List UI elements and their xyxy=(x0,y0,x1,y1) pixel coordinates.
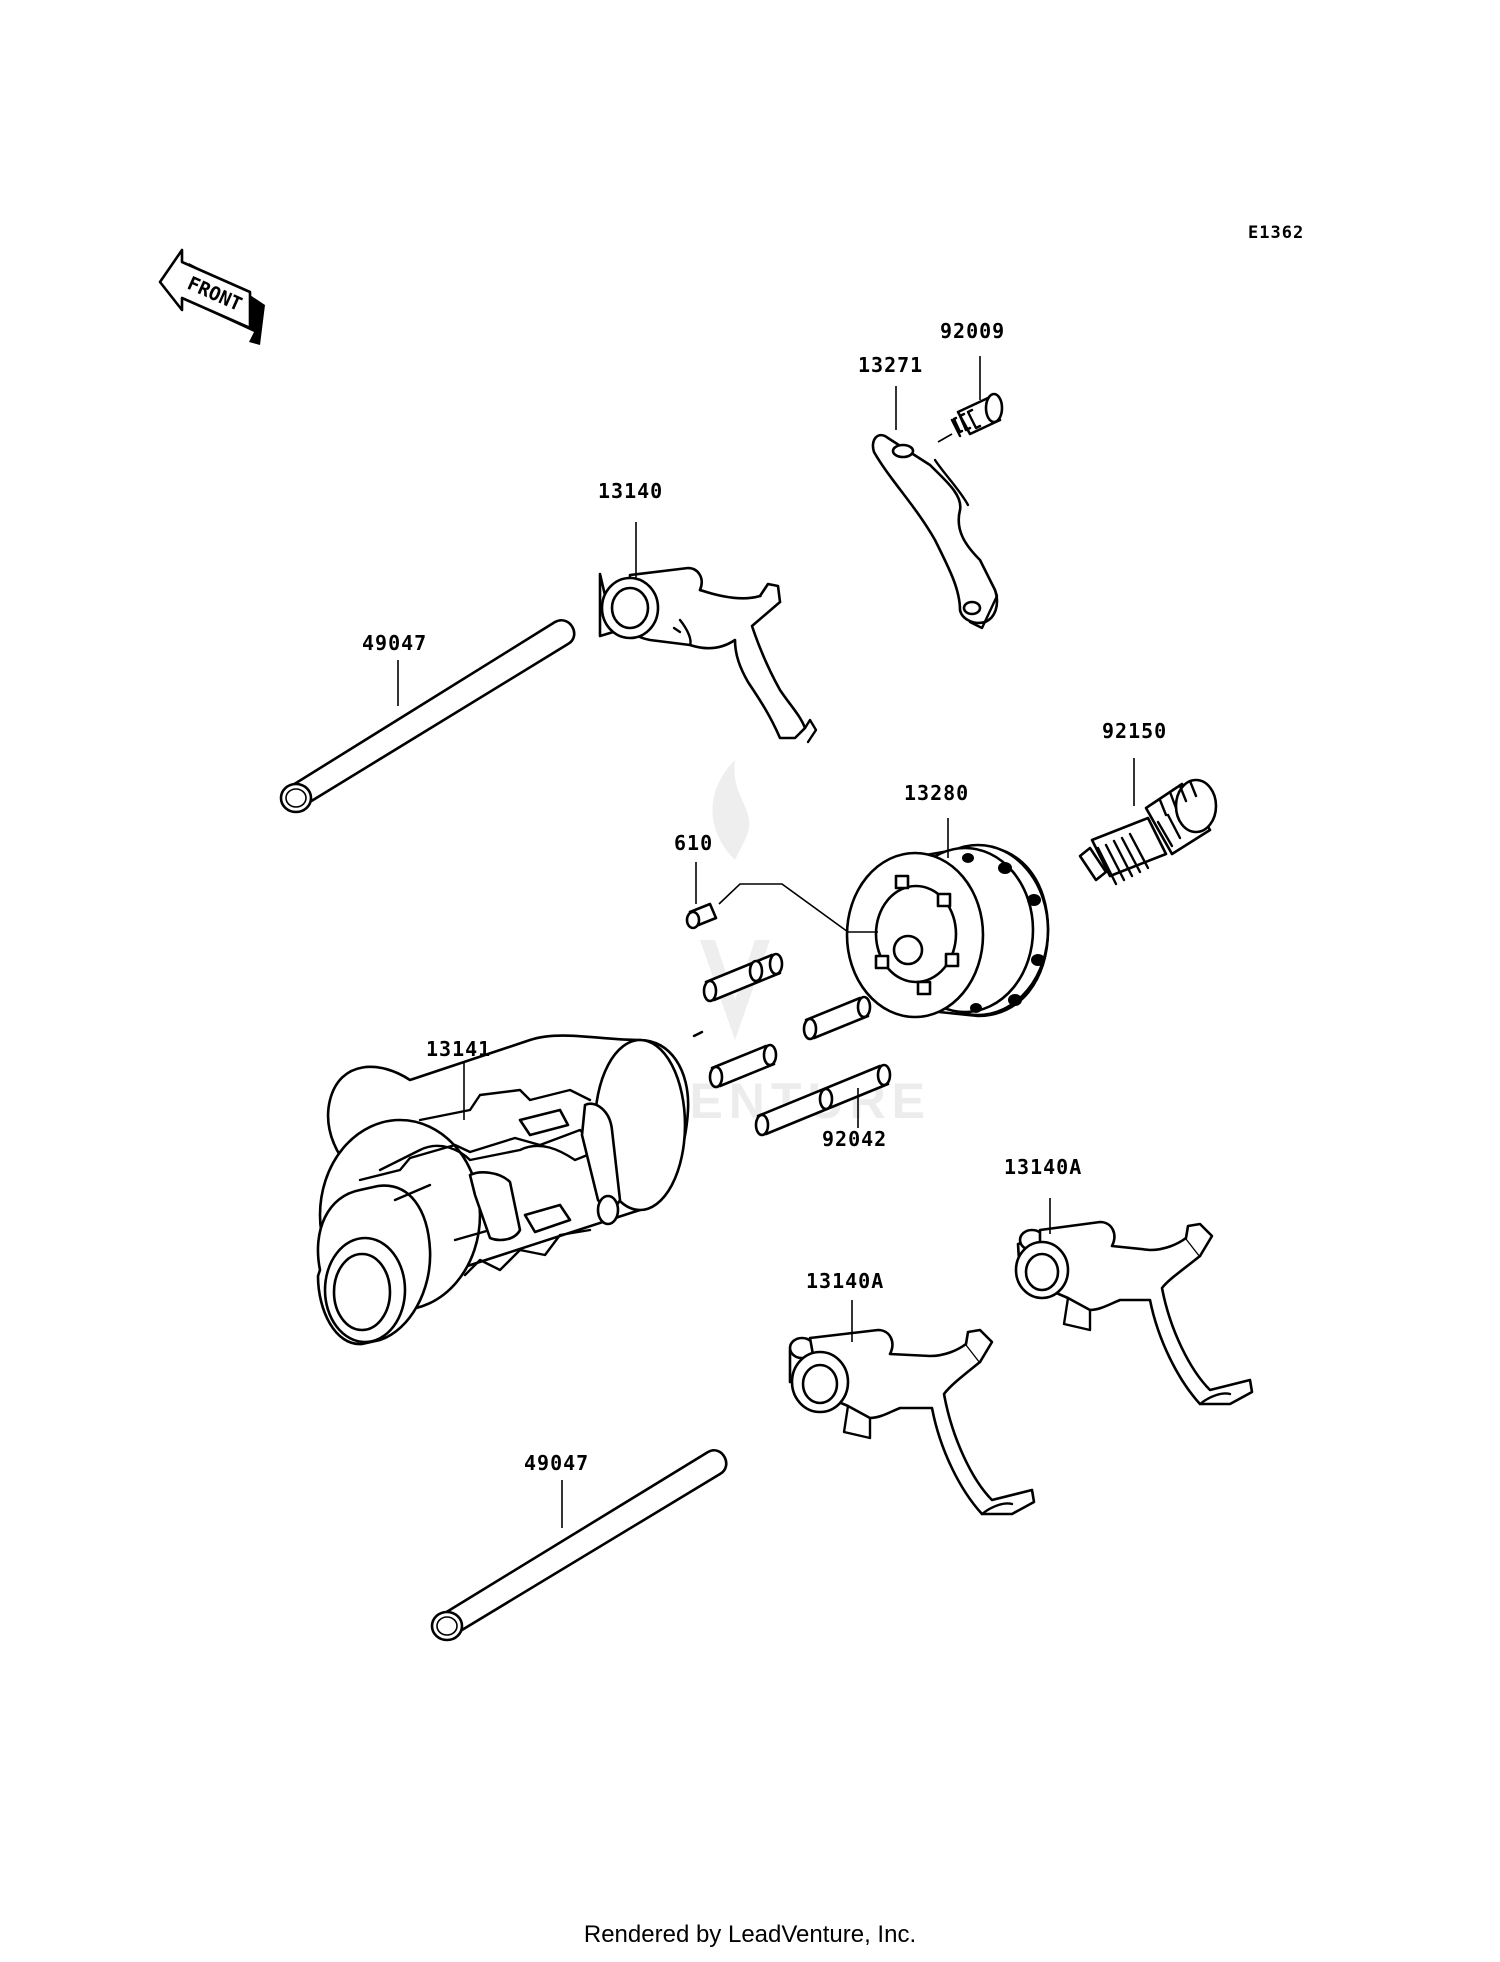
shift-shaft-upper-part xyxy=(279,619,576,814)
shift-drum-part xyxy=(316,1034,690,1346)
stopper-plate-part xyxy=(871,433,999,630)
callout-92042[interactable]: 92042 xyxy=(822,1127,887,1151)
screw-part xyxy=(937,392,1004,443)
shift-drum-cam-part xyxy=(845,843,1050,1019)
callout-13140[interactable]: 13140 xyxy=(598,479,663,503)
callout-labels: 92009 13271 13140 49047 92150 13280 610 … xyxy=(362,319,1167,1475)
pin xyxy=(708,1043,778,1089)
callout-leaders xyxy=(397,356,1135,1528)
callout-13141[interactable]: 13141 xyxy=(426,1037,491,1061)
callout-13140A-right[interactable]: 13140A xyxy=(1004,1155,1082,1179)
shift-fork-right-part xyxy=(1014,1220,1254,1406)
pin xyxy=(702,952,784,1003)
diagram-code: E1362 xyxy=(1248,223,1304,243)
dowel-pins-part xyxy=(685,883,892,1137)
front-arrow-icon: FRONT xyxy=(158,248,265,345)
callout-13280[interactable]: 13280 xyxy=(904,781,969,805)
callout-92150[interactable]: 92150 xyxy=(1102,719,1167,743)
callout-49047-upper[interactable]: 49047 xyxy=(362,631,427,655)
pin xyxy=(802,995,872,1041)
callout-49047-lower[interactable]: 49047 xyxy=(524,1451,589,1475)
shift-fork-upper-part xyxy=(598,566,818,744)
footer-credit: Rendered by LeadVenture, Inc. xyxy=(584,1921,916,1948)
shift-fork-center-part xyxy=(788,1328,1036,1516)
pin xyxy=(754,1063,892,1137)
callout-92009[interactable]: 92009 xyxy=(940,319,1005,343)
pin xyxy=(692,1030,704,1038)
callout-13271[interactable]: 13271 xyxy=(858,353,923,377)
bolt-part xyxy=(1078,778,1218,886)
callout-610[interactable]: 610 xyxy=(674,831,713,855)
shift-shaft-lower-part xyxy=(430,1449,728,1642)
callout-13140A-center[interactable]: 13140A xyxy=(806,1269,884,1293)
